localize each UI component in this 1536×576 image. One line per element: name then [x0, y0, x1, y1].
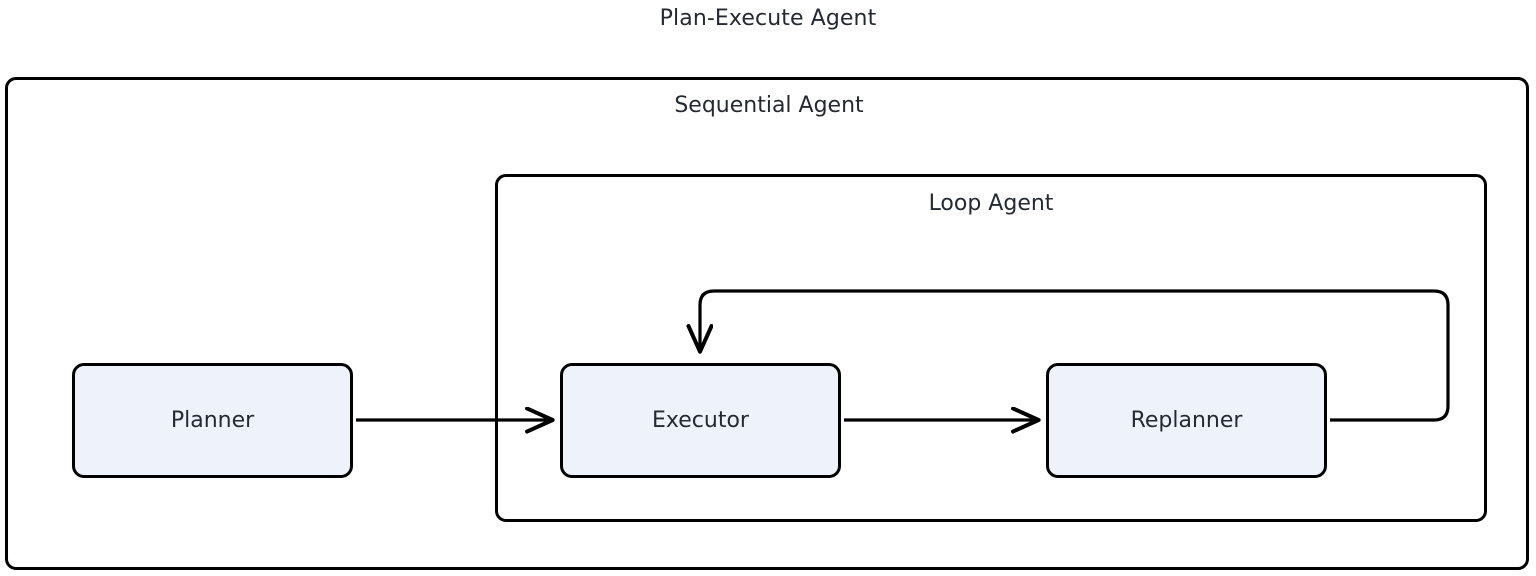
page-title: Plan-Execute Agent: [659, 6, 877, 31]
group-sequential-agent: [5, 77, 1529, 570]
node-label-replanner: Replanner: [1130, 408, 1243, 433]
node-replanner[interactable]: Replanner: [1046, 363, 1327, 478]
node-executor[interactable]: Executor: [560, 363, 841, 478]
node-label-planner: Planner: [170, 408, 255, 433]
group-label-sequential-agent: Sequential Agent: [674, 93, 864, 118]
node-label-executor: Executor: [652, 408, 749, 433]
group-label-loop-agent: Loop Agent: [928, 191, 1054, 216]
node-planner[interactable]: Planner: [72, 363, 353, 478]
group-loop-agent: [495, 174, 1487, 522]
